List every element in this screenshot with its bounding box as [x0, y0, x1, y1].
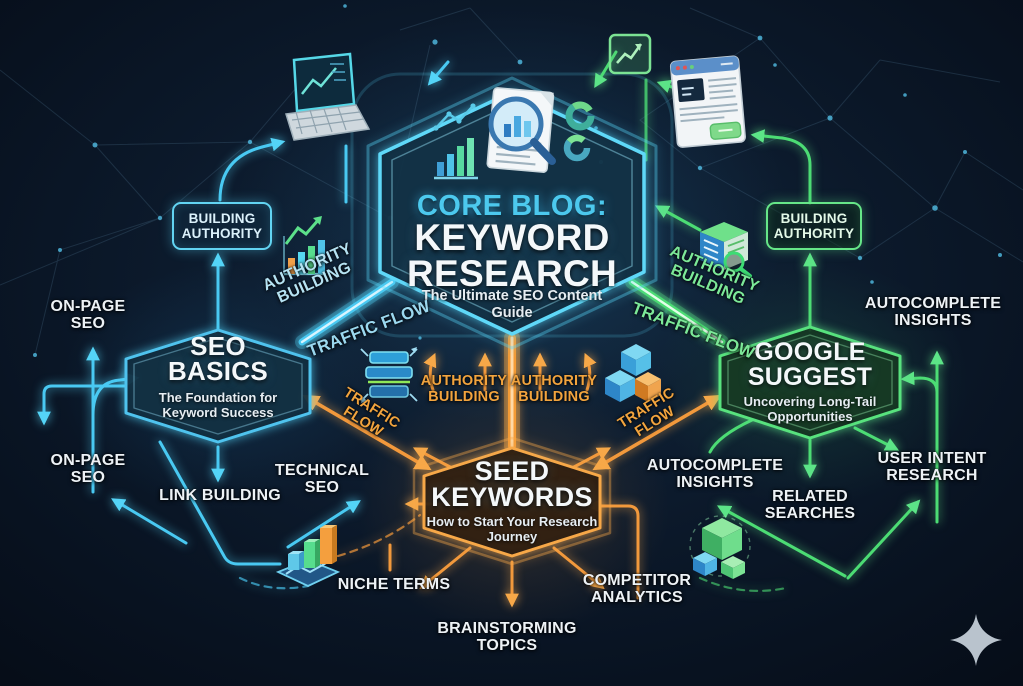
- building-authority-badge-left: BUILDING AUTHORITY: [172, 202, 272, 250]
- cyan-arrows: [37, 60, 450, 590]
- google-suggest-hexagon: [718, 325, 902, 440]
- seed-keywords-subtitle: How to Start Your Research Journey: [426, 514, 598, 545]
- magnifier: [488, 96, 556, 165]
- cube-large-green: [702, 518, 742, 560]
- label-on-page-seo-top: ON-PAGE SEO: [50, 298, 126, 333]
- green-arrows: [594, 50, 944, 592]
- orange-arrows: [302, 352, 722, 608]
- building-authority-badge-right: BUILDING AUTHORITY: [766, 202, 862, 250]
- mini-line-chart: [433, 103, 476, 131]
- core-hexagon: [366, 76, 658, 350]
- authority-building-label-mid-right: AUTHORITY BUILDING: [510, 373, 598, 405]
- label-user-intent-research: USER INTENT RESEARCH: [877, 450, 987, 485]
- pillar-orange: [320, 525, 337, 564]
- donut-charts: [563, 101, 595, 162]
- pillar-green: [304, 539, 320, 568]
- core-node-title: KEYWORD RESEARCH: [406, 217, 618, 295]
- mini-bar-chart: [434, 138, 478, 180]
- label-link-building: LINK BUILDING: [159, 487, 281, 504]
- authority-building-label-mid-left: AUTHORITY BUILDING: [420, 373, 508, 405]
- seo-basics-subtitle: The Foundation for Keyword Success: [158, 390, 278, 421]
- pillar-cyan: [288, 551, 304, 570]
- seo-basics-title: SEO BASICS: [167, 331, 269, 387]
- cube-right-orange: [635, 372, 661, 402]
- seo-basics-hexagon: [124, 328, 312, 444]
- core-node-subtitle: The Ultimate SEO Content Guide: [421, 288, 603, 321]
- cube-top-blue: [621, 344, 651, 376]
- beam-core-to-seo-basics: [295, 275, 399, 349]
- label-technical-seo: TECHNICAL SEO: [274, 462, 370, 497]
- label-related-searches: RELATED SEARCHES: [764, 488, 856, 523]
- cube-left-blue: [605, 370, 635, 402]
- beam-core-to-google-suggest: [625, 275, 729, 349]
- label-brainstorming-topics: BRAINSTORMING TOPICS: [437, 620, 577, 655]
- google-suggest-subtitle: Uncovering Long-Tail Opportunities: [743, 394, 877, 425]
- label-on-page-seo-bottom: ON-PAGE SEO: [50, 452, 126, 487]
- core-node-kicker: CORE BLOG:: [416, 190, 608, 222]
- cube-small-green: [721, 556, 745, 579]
- seed-keywords-hexagon: [412, 436, 612, 566]
- google-suggest-title: GOOGLE SUGGEST: [747, 338, 873, 391]
- cube-small-blue: [693, 552, 717, 576]
- label-autocomplete-insights-left: AUTOCOMPLETE INSIGHTS: [646, 457, 784, 492]
- label-competitor-analytics: COMPETITOR ANALYTICS: [582, 572, 692, 607]
- label-autocomplete-insights-right: AUTOCOMPLETE INSIGHTS: [864, 295, 1002, 330]
- label-niche-terms: NICHE TERMS: [337, 576, 451, 593]
- seed-keywords-title: SEED KEYWORDS: [431, 456, 593, 513]
